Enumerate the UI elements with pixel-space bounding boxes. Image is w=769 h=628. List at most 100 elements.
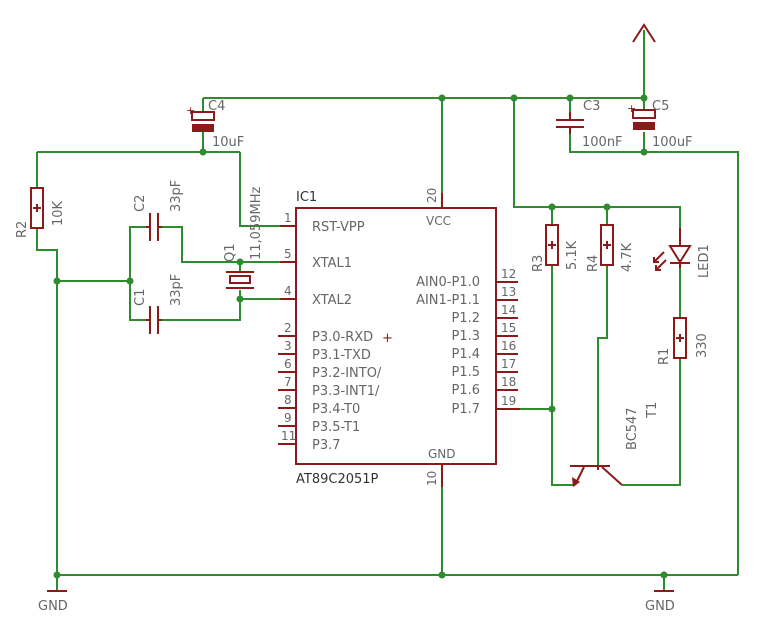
r2-name: R2 (15, 221, 30, 238)
junction-dot (126, 277, 134, 285)
pin-label: P3.7 (312, 438, 341, 453)
ic-left-pins: 1 RST-VPP 5 XTAL1 4 XTAL2 2 P3.0-RXD + 3… (278, 211, 393, 453)
junction-dot (548, 405, 556, 413)
vcc-arrow-icon (632, 23, 656, 43)
pin-label: P1.2 (451, 311, 480, 326)
wire-supply-branch (513, 98, 681, 228)
pin-number: 15 (501, 321, 516, 335)
capacitor-c1-icon (146, 306, 162, 334)
pin-number: 18 (501, 375, 516, 389)
wire-r4-bottom (597, 265, 608, 465)
r4-name: R4 (586, 255, 601, 272)
junction-dot (640, 148, 648, 156)
junction-dot (199, 148, 207, 156)
junction-dot (438, 94, 446, 102)
crystal-q1-icon (226, 271, 254, 289)
junction-dot (236, 295, 244, 303)
ic-vcc-label: VCC (426, 214, 451, 228)
pin-label: P1.5 (451, 365, 480, 380)
c2-value: 33pF (169, 180, 184, 212)
c4-value: 10uF (212, 135, 244, 150)
pin-label: P3.3-INT1/ (312, 384, 380, 399)
r3-name: R3 (531, 255, 546, 272)
pin-number: 14 (501, 303, 516, 317)
svg-text:+: + (186, 104, 195, 117)
c2-name: C2 (133, 195, 148, 212)
pin-number: 12 (501, 267, 516, 281)
c3-value: 100nF (582, 135, 623, 150)
wire-rst (239, 152, 280, 227)
pin-number: 13 (501, 285, 516, 299)
pin-label: P1.3 (451, 329, 480, 344)
led1-name: LED1 (697, 244, 712, 278)
pin-label: P1.7 (451, 402, 480, 417)
r2-value: 10K (51, 200, 66, 226)
wire-q1-bottom (239, 290, 280, 300)
capacitor-c4-icon: + (186, 104, 215, 132)
ground-right-label: GND (645, 599, 675, 614)
pin-number: 2 (284, 321, 292, 335)
wire-c1-left (129, 281, 146, 321)
t1-value: BC547 (625, 407, 640, 450)
led-icon (653, 228, 692, 271)
pin-label: P3.0-RXD (312, 330, 373, 345)
ic-gnd-pin-number: 10 (425, 471, 439, 486)
r4-value: 4.7K (620, 242, 635, 272)
ic-right-pins: 12 AIN0-P1.0 13 AIN1-P1.1 14 P1.2 15 P1.… (416, 267, 520, 417)
resistor-r3-icon (545, 224, 559, 266)
resistor-r2-icon (30, 187, 44, 229)
pin-number: 11 (281, 429, 296, 443)
junction-dot (510, 94, 518, 102)
pin-number: 6 (284, 357, 292, 371)
junction-dot (566, 94, 574, 102)
wire-c3c5-bottom (569, 132, 739, 575)
junction-dot (640, 94, 648, 102)
ic-vcc-pin-number: 20 (425, 188, 439, 203)
c5-name: C5 (652, 99, 669, 114)
resistor-r1-icon (673, 317, 687, 359)
junction-dot (236, 258, 244, 266)
capacitor-c5-icon: + (627, 102, 656, 130)
transistor-t1-icon (570, 465, 623, 487)
capacitor-c3-icon (556, 112, 584, 134)
pin-number: 1 (284, 211, 292, 225)
pin-number: 3 (284, 339, 292, 353)
c5-value: 100uF (652, 135, 693, 150)
wire-r1-bottom (622, 358, 681, 486)
r3-value: 5.1K (565, 240, 580, 270)
wire-r3-bottom (551, 265, 575, 486)
junction-dot (53, 277, 61, 285)
junction-dot (438, 571, 446, 579)
c1-value: 33pF (169, 274, 184, 306)
pin-number: 7 (284, 375, 292, 389)
pin-label: RST-VPP (312, 220, 365, 235)
pin-number: 5 (284, 247, 292, 261)
c1-name: C1 (133, 289, 148, 306)
junctions (53, 94, 668, 579)
pin-label: P1.4 (451, 347, 480, 362)
pin-label: P3.2-INTO/ (312, 366, 382, 381)
ic-gnd-label: GND (428, 447, 456, 461)
wire-c2-left (57, 226, 146, 282)
wire-r2-lead-bottom (36, 228, 58, 575)
q1-value: 11,059MHz (249, 187, 264, 260)
ic-name: IC1 (296, 190, 317, 205)
t1-name: T1 (645, 402, 660, 419)
svg-text:+: + (627, 102, 636, 115)
wire-c1-right (162, 299, 241, 321)
wire-c2-right (162, 226, 280, 263)
pin-label: P1.6 (451, 383, 480, 398)
pin-number: 16 (501, 339, 516, 353)
junction-dot (660, 571, 668, 579)
pin-label: P3.4-T0 (312, 402, 360, 417)
q1-name: Q1 (223, 243, 238, 262)
pin-number: 9 (284, 411, 292, 425)
junction-dot (548, 203, 556, 211)
pin-number: 17 (501, 357, 516, 371)
pin-label: P3.5-T1 (312, 420, 360, 435)
c3-name: C3 (583, 99, 600, 114)
pin-label: AIN1-P1.1 (416, 293, 480, 308)
pin-label: XTAL2 (312, 293, 352, 308)
pin-label: XTAL1 (312, 256, 352, 271)
